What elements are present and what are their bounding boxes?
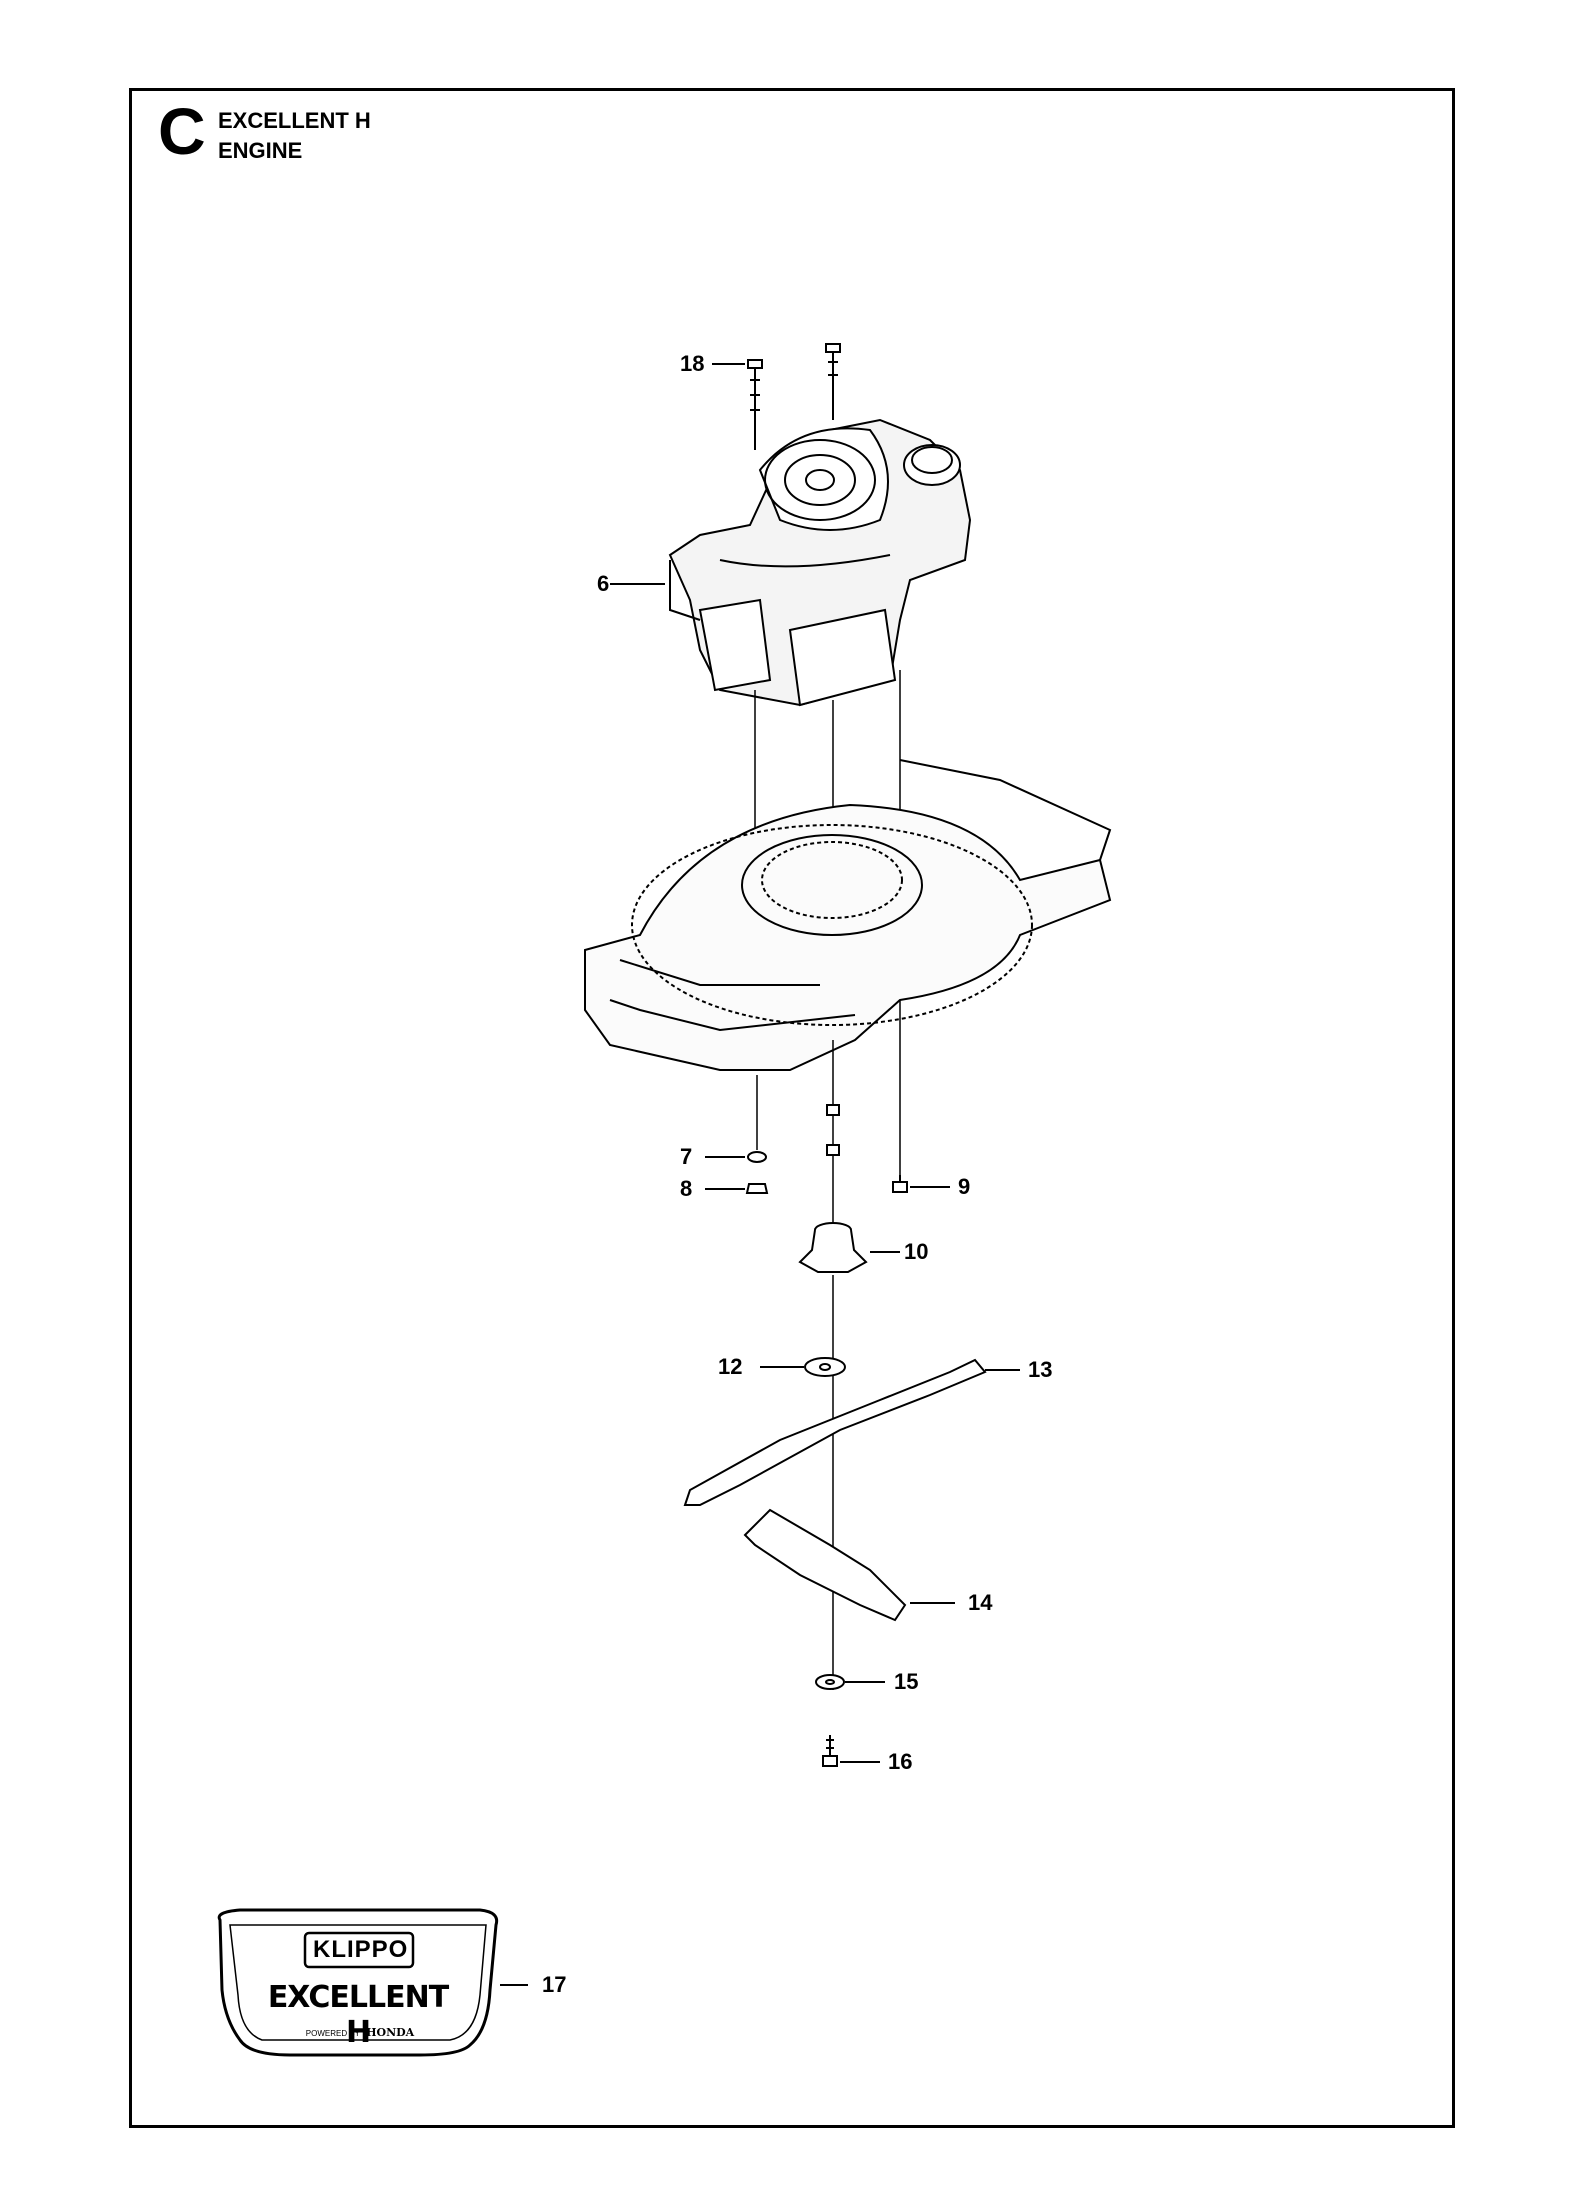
washer-12 <box>804 1357 846 1377</box>
callout-12: 12 <box>718 1354 743 1379</box>
callout-13: 13 <box>1028 1357 1053 1382</box>
badge-model: EXCELLENT H <box>267 1980 449 2050</box>
bolt-16 <box>822 1735 838 1767</box>
callout-14: 14 <box>968 1590 993 1615</box>
washer-7 <box>747 1151 767 1163</box>
callout-10: 10 <box>904 1239 929 1264</box>
badge-plate-17 <box>217 1908 499 2057</box>
callout-6: 6 <box>597 571 610 596</box>
blade-13 <box>683 1358 987 1506</box>
callout-8: 8 <box>680 1176 693 1201</box>
page-title: EXCELLENT H ENGINE <box>218 106 371 166</box>
callout-17: 17 <box>542 1972 567 1997</box>
mower-deck <box>584 759 1112 1071</box>
section-letter: C <box>158 94 206 168</box>
badge-engine-brand: HONDA <box>366 2026 415 2039</box>
title-line-model: EXCELLENT H <box>218 108 371 133</box>
callout-18: 18 <box>680 351 705 376</box>
blade-14 <box>743 1508 907 1622</box>
bolt-top-right <box>825 343 841 420</box>
badge-powered-by-text: POWERED BY <box>305 2029 360 2038</box>
badge-brand: KLIPPO <box>313 1936 409 1963</box>
bolt-18 <box>747 359 763 450</box>
drawing-frame <box>129 88 1455 2128</box>
blade-adapter-10 <box>798 1222 868 1273</box>
callout-15: 15 <box>894 1669 919 1694</box>
callout-16: 16 <box>888 1749 913 1774</box>
engine-6 <box>668 418 972 707</box>
bolt-9 <box>892 1000 908 1193</box>
nut-8 <box>745 1183 769 1194</box>
badge-powered-by: POWERED BY HONDA <box>290 2026 430 2039</box>
washer-15 <box>815 1674 845 1690</box>
callout-9: 9 <box>958 1174 971 1199</box>
title-line-group: ENGINE <box>218 138 303 163</box>
callout-7: 7 <box>680 1144 693 1169</box>
